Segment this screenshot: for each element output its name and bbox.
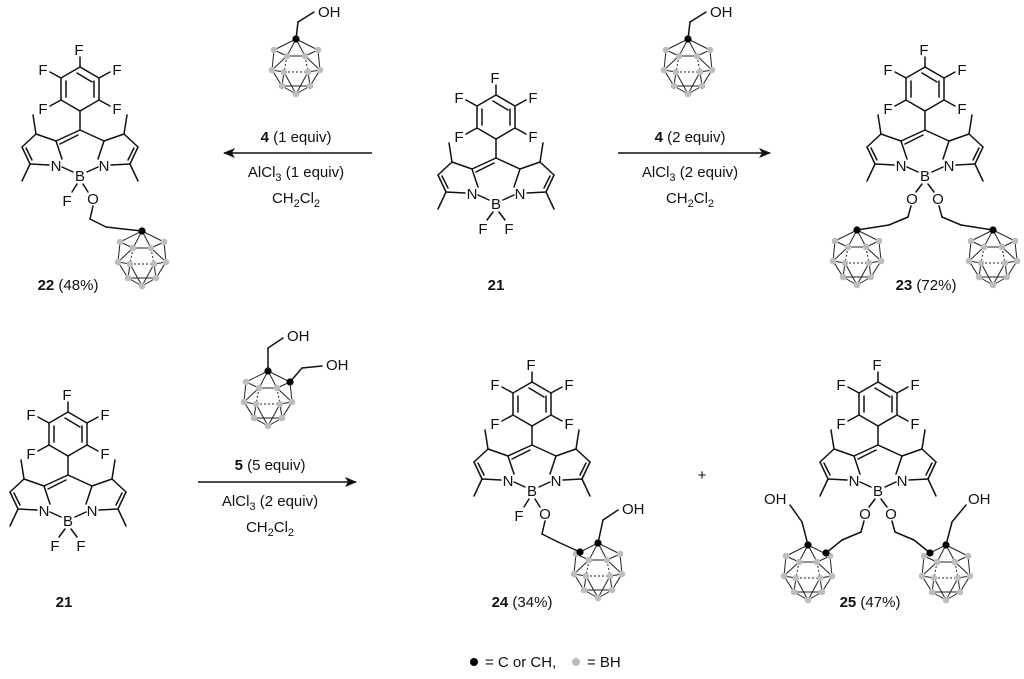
lewis-acid-label-bottom: AlCl3 (2 equiv) [222,493,318,513]
lewis-acid-label-left: AlCl3 (1 equiv) [248,164,344,184]
compound-25: OH OH [764,356,991,604]
legend-carbon-text: = C or CH, [485,654,556,671]
reagent-label-left: 4 (1 equiv) [261,129,332,146]
compound-label-21-top: 21 [488,277,505,294]
solvent-label-right: CH2Cl2 [666,190,714,210]
reagent-5-structure: OH OH [240,328,349,430]
reagent-label-bottom: 5 (5 equiv) [235,457,306,474]
reagent-label-right: 4 (2 equiv) [655,129,726,146]
atom-oh: OH [326,357,349,374]
reagent-4-structure-right: OH [660,4,733,98]
compound-label-23: 23 (72%) [896,277,957,294]
compound-21-bottom [9,386,127,556]
plus-sign: + [698,467,707,484]
legend-boron-text: = BH [587,654,621,671]
atom-oh: OH [622,501,645,518]
compound-22 [21,41,170,290]
atom-oh: OH [710,4,733,21]
atom-oh: OH [764,491,787,508]
compound-label-24: 24 (34%) [492,594,553,611]
compound-24: OH [473,356,645,602]
compound-23 [829,41,1021,289]
boron-dot-icon [572,658,580,666]
atom-oh: OH [318,4,341,21]
lewis-acid-label-right: AlCl3 (2 equiv) [642,164,738,184]
solvent-label-bottom: CH2Cl2 [246,519,294,539]
atom-oh: OH [968,491,991,508]
atom-oh: OH [287,328,310,345]
legend: = C or CH, = BH [470,654,621,671]
compound-label-25: 25 (47%) [840,594,901,611]
reagent-4-structure-left: OH [268,4,341,98]
compound-21-top [437,69,555,239]
compound-label-21-bottom: 21 [56,594,73,611]
compound-label-22: 22 (48%) [38,277,99,294]
carbon-dot-icon [470,658,478,666]
solvent-label-left: CH2Cl2 [272,190,320,210]
